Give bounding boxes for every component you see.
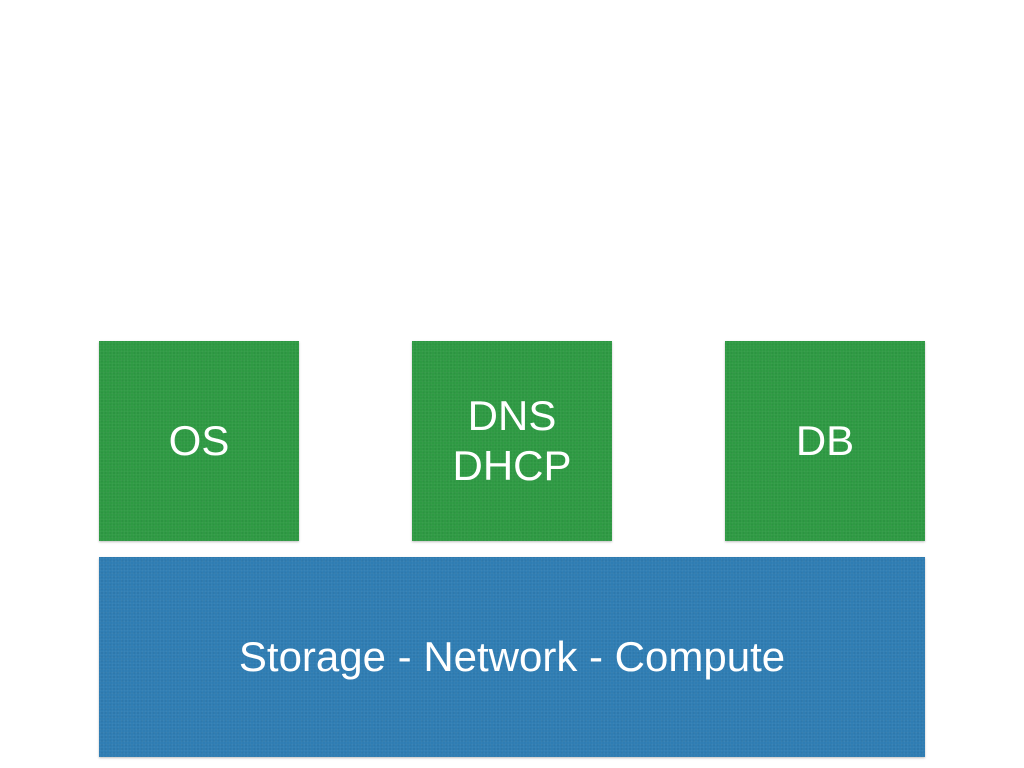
infrastructure-label: Storage - Network - Compute bbox=[238, 632, 786, 680]
service-label-db: DB bbox=[795, 416, 855, 464]
service-label-dns: DNS bbox=[467, 391, 557, 439]
service-label-os: OS bbox=[168, 416, 230, 464]
service-box-dns-dhcp: DNS DHCP bbox=[412, 341, 612, 541]
service-box-os: OS bbox=[99, 341, 299, 541]
service-label-dhcp: DHCP bbox=[452, 442, 572, 489]
service-box-db: DB bbox=[725, 341, 925, 541]
infrastructure-box: Storage - Network - Compute bbox=[99, 557, 925, 757]
